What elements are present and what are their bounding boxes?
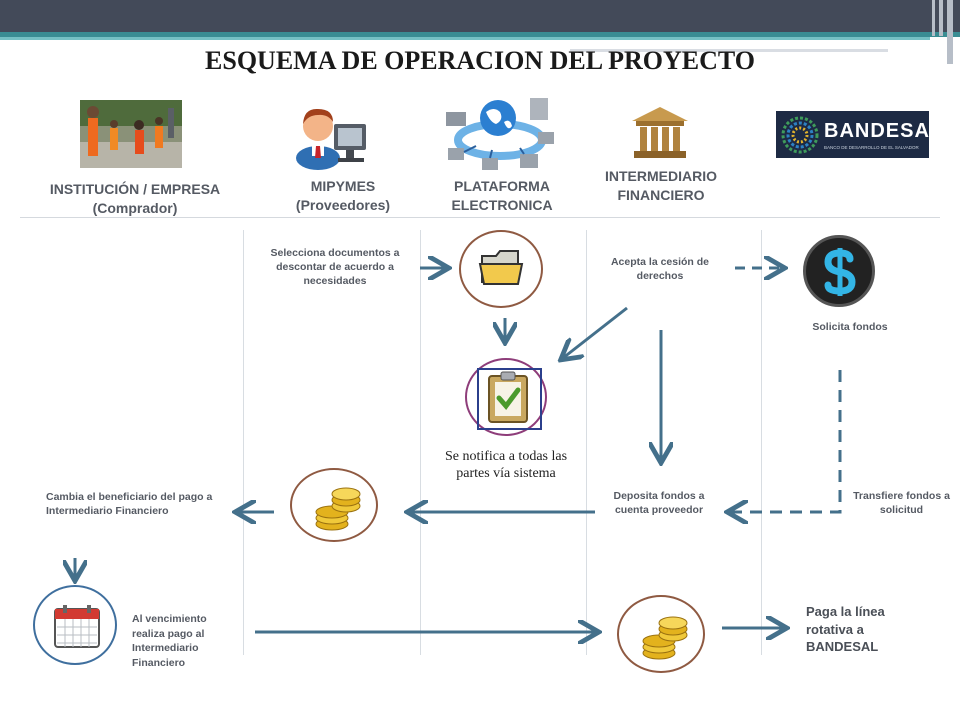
step-transfiere: Transfiere fondos a solicitud <box>853 490 950 516</box>
header-plataforma: PLATAFORMA ELECTRONICA <box>451 178 553 213</box>
step-selecciona: Selecciona documentos a descontar de acu… <box>270 247 400 287</box>
column-divider <box>420 230 421 655</box>
step-deposita: Deposita fondos a cuenta proveedor <box>613 490 705 516</box>
top-bar <box>0 0 960 32</box>
folder-icon <box>478 250 524 285</box>
corner-bar <box>947 0 953 64</box>
step-vencimiento: Al vencimiento realiza pago al Intermedi… <box>132 613 207 669</box>
header-intermediario: INTERMEDIARIO FINANCIERO <box>605 168 717 203</box>
header-mipymes: MIPYMES (Proveedores) <box>295 178 391 213</box>
bandesal-wordmark: BANDESAL <box>824 120 944 142</box>
calendar-icon <box>54 605 100 648</box>
step-paga: Paga la línea rotativa a BANDESAL <box>806 604 885 654</box>
arrow-transfiere <box>730 370 842 512</box>
corner-bar <box>939 0 943 36</box>
bandesal-subtitle: BANCO DE DESARROLLO DE EL SALVADOR <box>824 145 919 150</box>
arrow-acepta-to-clipboard <box>563 306 628 358</box>
bank-icon <box>630 105 690 160</box>
header-divider <box>20 217 940 218</box>
step-acepta: Acepta la cesión de derechos <box>610 256 710 282</box>
column-divider <box>243 230 244 655</box>
workers-photo-icon <box>80 100 182 168</box>
step-solicita: Solicita fondos <box>812 321 888 333</box>
accent-stripe-light <box>0 37 930 40</box>
network-globe-icon <box>444 92 556 176</box>
header-institucion: INSTITUCIÓN / EMPRESA (Comprador) <box>49 181 221 216</box>
dollar-sign-icon <box>824 248 856 296</box>
step-notifica: Se notifica a todas las partes vía siste… <box>444 449 568 481</box>
folder-step-circle <box>459 230 543 308</box>
calendar-step-circle <box>33 585 117 665</box>
column-divider <box>586 230 587 655</box>
accent-stripe <box>0 32 960 37</box>
step-cambia: Cambia el beneficiario del pago a Interm… <box>46 491 213 517</box>
dollar-step-circle <box>803 235 875 307</box>
bandesal-swirl-icon <box>781 116 819 154</box>
coins-icon <box>642 616 688 660</box>
clipboard-frame <box>477 368 542 430</box>
page-title: ESQUEMA DE OPERACION DEL PROYECTO <box>205 46 755 75</box>
coins-step-circle-2 <box>617 595 705 673</box>
clipboard-step-circle <box>465 358 547 436</box>
coins-icon <box>315 487 361 531</box>
coins-step-circle-1 <box>290 468 378 542</box>
clipboard-check-icon <box>488 371 528 423</box>
corner-bar <box>932 0 935 36</box>
bandesal-logo: BANDESAL BANCO DE DESARROLLO DE EL SALVA… <box>776 111 942 158</box>
column-divider <box>761 230 762 655</box>
person-computer-icon <box>294 100 374 170</box>
title-underline <box>570 49 888 52</box>
